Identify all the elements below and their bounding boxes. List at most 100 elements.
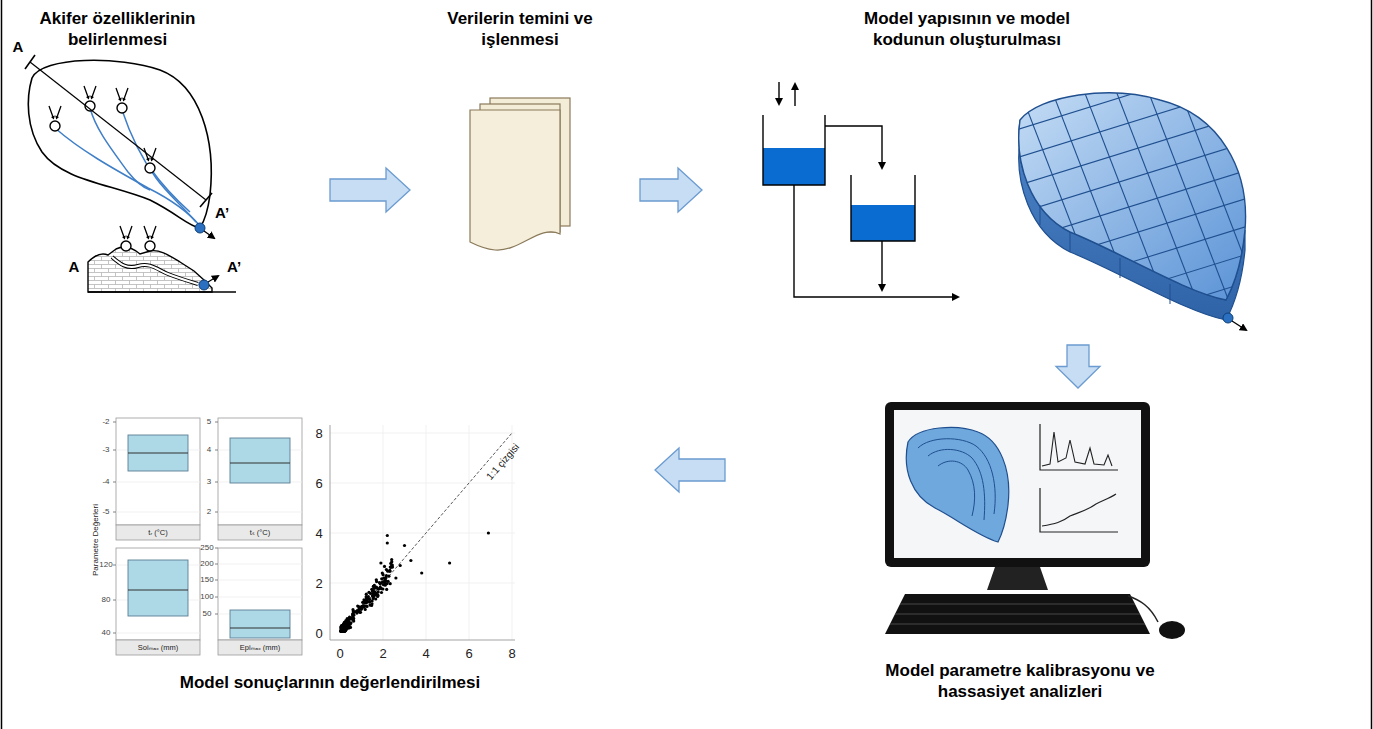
scatter-point [361, 605, 364, 608]
scatter-point [346, 619, 349, 622]
scatter-point [380, 581, 383, 584]
step-title: Model sonuçlarının değerlendirilmesi [150, 672, 510, 693]
scatter-point [380, 587, 383, 590]
scatter-point [372, 592, 375, 595]
tick-label: 200 [200, 560, 213, 568]
scatter-point [380, 591, 383, 594]
section-label: A [13, 39, 24, 54]
process-step: Model parametre kalibrasyonu ve hassasiy… [735, 398, 1255, 723]
tick-label: 0 [336, 647, 343, 660]
tick-label: 6 [315, 477, 322, 490]
process-step: Model sonuçlarının değerlendirilmesi [85, 405, 645, 723]
scatter-point [340, 630, 343, 633]
facet-label: tₛ (°C) [250, 529, 270, 537]
scatter-point [399, 564, 402, 567]
scatter-point [365, 605, 368, 608]
scatter-point [340, 630, 343, 633]
scatter-point [376, 594, 379, 597]
tick-label: 120 [99, 561, 112, 569]
scatter-point [340, 629, 343, 632]
grid-line [980, 70, 1080, 330]
scatter-point [340, 630, 343, 633]
tick-label: 8 [315, 427, 322, 440]
tick-label: 80 [102, 596, 111, 604]
scatter-point [375, 586, 378, 589]
tick-label: 3 [207, 478, 211, 486]
scatter-point [377, 590, 380, 593]
scatter-point [389, 582, 392, 585]
tick-label: 2 [315, 577, 322, 590]
grid-line [1172, 70, 1272, 330]
tick-label: 50 [203, 610, 212, 618]
scatter-point [340, 625, 343, 628]
scatter-point [385, 588, 388, 591]
tick-label: 2 [207, 508, 211, 516]
scatter-point [381, 572, 384, 575]
facet-label: tᵣ (°C) [148, 529, 167, 537]
scatter-point [384, 584, 387, 587]
grid-line [990, 244, 1280, 334]
section-label: A [69, 259, 80, 274]
tick-label: 40 [102, 629, 111, 637]
scatter-point [388, 569, 391, 572]
tick-label: 150 [200, 576, 213, 584]
grid-line [1076, 70, 1176, 330]
grid-line [990, 132, 1280, 222]
scatter-point [487, 531, 490, 534]
section-label: A’ [227, 259, 241, 274]
grid-line [1236, 70, 1336, 330]
scatter-point [360, 606, 363, 609]
tick-label: 8 [508, 647, 515, 660]
tick-label: 100 [200, 593, 213, 601]
scatter-point [409, 559, 412, 562]
scatter-point [342, 627, 345, 630]
scatter-point [349, 617, 352, 620]
scatter-point [420, 571, 423, 574]
scatter-point [385, 568, 388, 571]
grid-line [1140, 70, 1240, 330]
section-label: A’ [215, 205, 229, 220]
step-title: Model yapısının ve model kodunun oluştur… [837, 8, 1097, 51]
scatter-point [354, 610, 357, 613]
grid-line [990, 300, 1280, 390]
scatter-point [372, 597, 375, 600]
scatter-point [387, 575, 390, 578]
scatter-point [403, 544, 406, 547]
scatter-point [340, 630, 343, 633]
scatter-point [383, 565, 386, 568]
scatter-point [370, 588, 373, 591]
scatter-point [366, 596, 369, 599]
scatter-point [364, 608, 367, 611]
scatter-point [367, 591, 370, 594]
tick-label: 0 [315, 627, 322, 640]
grid-line [990, 48, 1280, 138]
scatter-point [340, 629, 343, 632]
grid-line [990, 160, 1280, 250]
scatter-point [349, 621, 352, 624]
flow-arrow [1056, 345, 1100, 388]
tick-label: 6 [465, 647, 472, 660]
grid-line [990, 104, 1280, 194]
scatter-point [391, 566, 394, 569]
process-step: Akifer özelliklerinin belirlenmesi [8, 5, 320, 295]
scatter-point [340, 629, 343, 632]
tick-label: -4 [102, 478, 109, 486]
grid-line [990, 272, 1280, 362]
facet-label: Epiₘₐₓ (mm) [240, 644, 280, 652]
flow-arrow [655, 448, 725, 492]
axis-title: Parametre Değerleri [92, 504, 100, 576]
scatter-point [357, 610, 360, 613]
grid-line [1044, 70, 1144, 330]
scatter-point [351, 613, 354, 616]
flow-arrow [640, 168, 702, 212]
scatter-point [379, 561, 382, 564]
grid-line [1108, 70, 1208, 330]
scatter-point [389, 562, 392, 565]
scatter-point [365, 593, 368, 596]
scatter-point [342, 623, 345, 626]
scatter-point [365, 600, 368, 603]
process-step: Model yapısının ve model kodunun oluştur… [712, 5, 1292, 335]
